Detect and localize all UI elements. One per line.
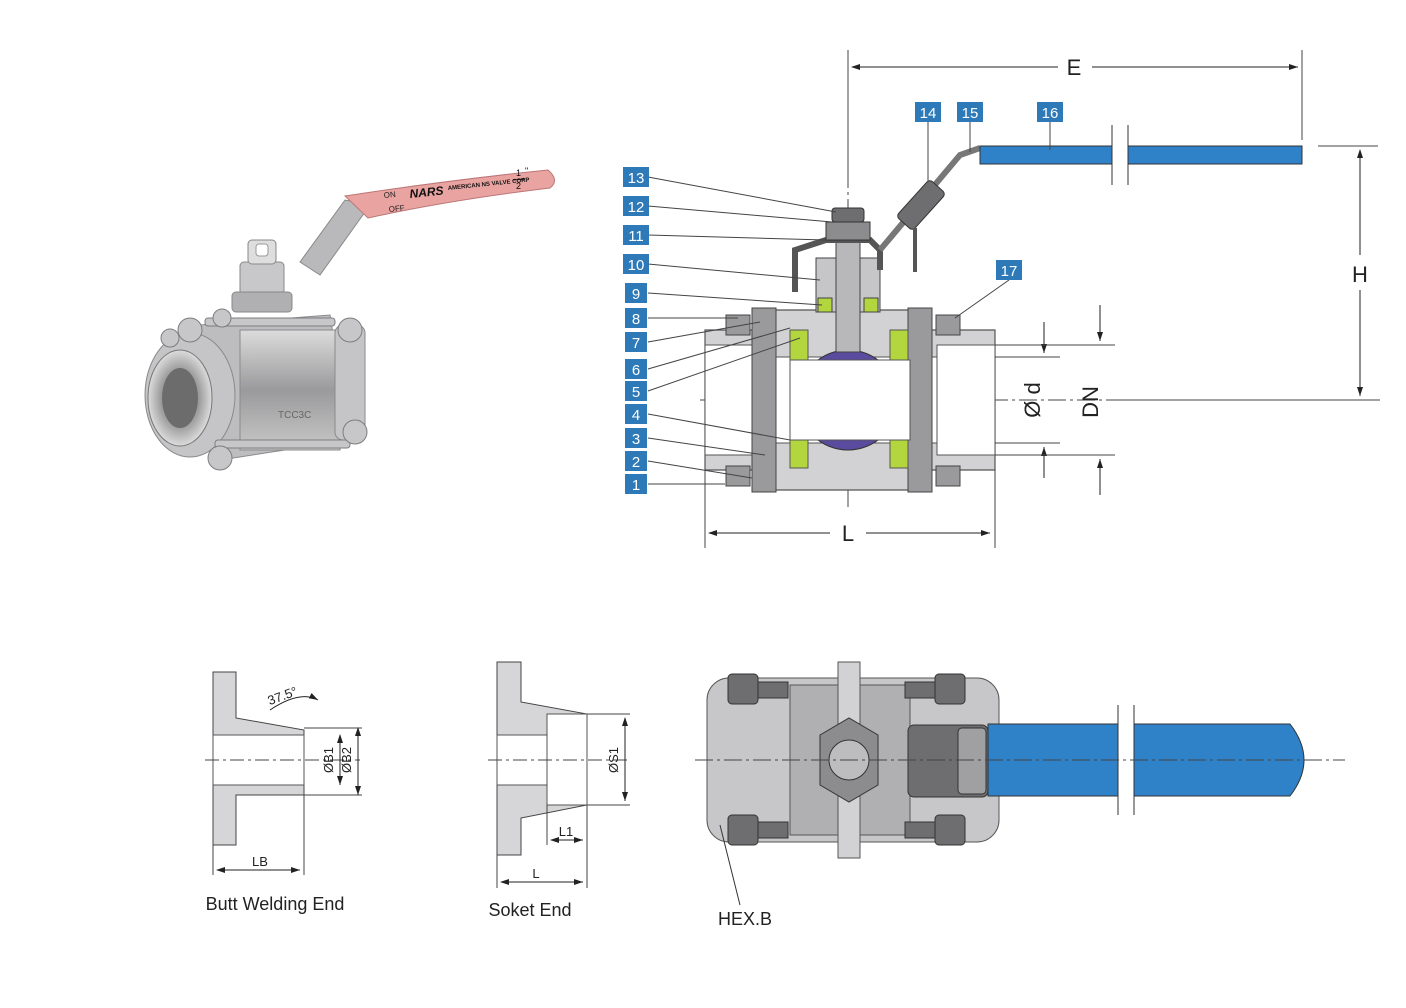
stem: [835, 239, 861, 353]
svg-text:2: 2: [632, 454, 640, 471]
svg-text:1: 1: [632, 477, 640, 494]
svg-text:11: 11: [628, 228, 644, 245]
part-tag-13: 13: [623, 167, 649, 187]
part-tag-10: 10: [623, 254, 649, 274]
socket-caption: Soket End: [488, 900, 571, 920]
dim-angle-label: 37.5°: [266, 684, 300, 709]
body-bolts: [160, 308, 368, 471]
butt-welding-end-detail: ØB1 ØB2 37.5° LB Butt Welding End: [205, 671, 362, 914]
handle-brand-text: NARS: [409, 184, 444, 201]
dim-b2-label: ØB2: [339, 747, 354, 773]
dim-l-label: L: [842, 521, 854, 546]
part-tag-1: 1: [625, 474, 647, 494]
stem-nut-top: [831, 207, 865, 223]
part-tag-2: 2: [625, 451, 647, 471]
svg-text:10: 10: [628, 257, 645, 274]
svg-text:15: 15: [962, 105, 979, 122]
right-thread: [936, 344, 996, 456]
handle-nut: [825, 221, 871, 241]
part-tag-12: 12: [623, 196, 649, 216]
svg-text:6: 6: [632, 362, 640, 379]
part-tag-7: 7: [625, 332, 647, 352]
handle-size-num: 1: [516, 168, 521, 178]
svg-text:12: 12: [628, 199, 645, 216]
dim-d-label: Ø d: [1020, 382, 1045, 417]
handle-size-inch: ": [525, 166, 528, 176]
ball-port: [789, 359, 911, 441]
part-tag-6: 6: [625, 359, 647, 379]
part-tag-11: 11: [623, 225, 649, 245]
center-body: [239, 329, 341, 451]
svg-text:9: 9: [632, 286, 640, 303]
dim-e-label: E: [1067, 55, 1082, 80]
handle-sleeve: [897, 180, 945, 230]
handle-bar-left: [979, 145, 1113, 165]
part-tag-16: 16: [1037, 102, 1063, 122]
top-view: HEX.B: [695, 661, 1345, 929]
handle-off-text: OFF: [388, 203, 405, 214]
dim-l1-label: L1: [559, 824, 573, 839]
top-view-bolts: [727, 673, 966, 846]
svg-text:5: 5: [632, 384, 640, 401]
handle-size-den: 2: [516, 181, 521, 191]
svg-text:14: 14: [920, 105, 937, 122]
hex-b-label: HEX.B: [718, 909, 772, 929]
section-drawing: E H L Ø d DN: [623, 50, 1380, 548]
part-tag-15: 15: [957, 102, 983, 122]
dim-lb-label: LB: [252, 854, 268, 869]
product-photo: ON OFF NARS AMERICAN NS VALVE CORP 1 2 "…: [144, 166, 555, 471]
part-tag-17: 17: [996, 260, 1022, 280]
part-tag-14: 14: [915, 102, 941, 122]
svg-text:8: 8: [632, 311, 640, 328]
dim-b1-label: ØB1: [321, 747, 336, 773]
body-mark: TCC3C: [278, 410, 311, 421]
part-tag-3: 3: [625, 428, 647, 448]
dim-h-label: H: [1352, 262, 1368, 287]
svg-text:13: 13: [628, 170, 645, 187]
hex-leader: [719, 824, 741, 906]
end-flanges: [725, 307, 961, 493]
svg-text:16: 16: [1042, 105, 1059, 122]
svg-text:7: 7: [632, 335, 640, 352]
handle-grip: [343, 169, 555, 219]
socket-end-detail: ØS1 L1 L Soket End: [488, 661, 630, 920]
butt-welding-caption: Butt Welding End: [206, 894, 345, 914]
svg-text:4: 4: [632, 407, 640, 424]
leader-lines: [647, 122, 1051, 485]
handle-bar-right: [1127, 145, 1303, 165]
part-tags: 1 2 3 4 5 6 7 8 9 10 11 12 13 14 15 16 1…: [623, 102, 1063, 494]
part-tag-9: 9: [625, 283, 647, 303]
svg-text:3: 3: [632, 431, 640, 448]
handle-neck: [299, 199, 371, 276]
dim-s1-label: ØS1: [606, 747, 621, 773]
dim-socket-l-label: L: [532, 866, 539, 881]
part-tag-4: 4: [625, 404, 647, 424]
dim-dn-label: DN: [1078, 386, 1103, 418]
part-tag-8: 8: [625, 308, 647, 328]
handle-on-text: ON: [383, 190, 396, 200]
part-tag-5: 5: [625, 381, 647, 401]
svg-text:17: 17: [1001, 263, 1018, 280]
